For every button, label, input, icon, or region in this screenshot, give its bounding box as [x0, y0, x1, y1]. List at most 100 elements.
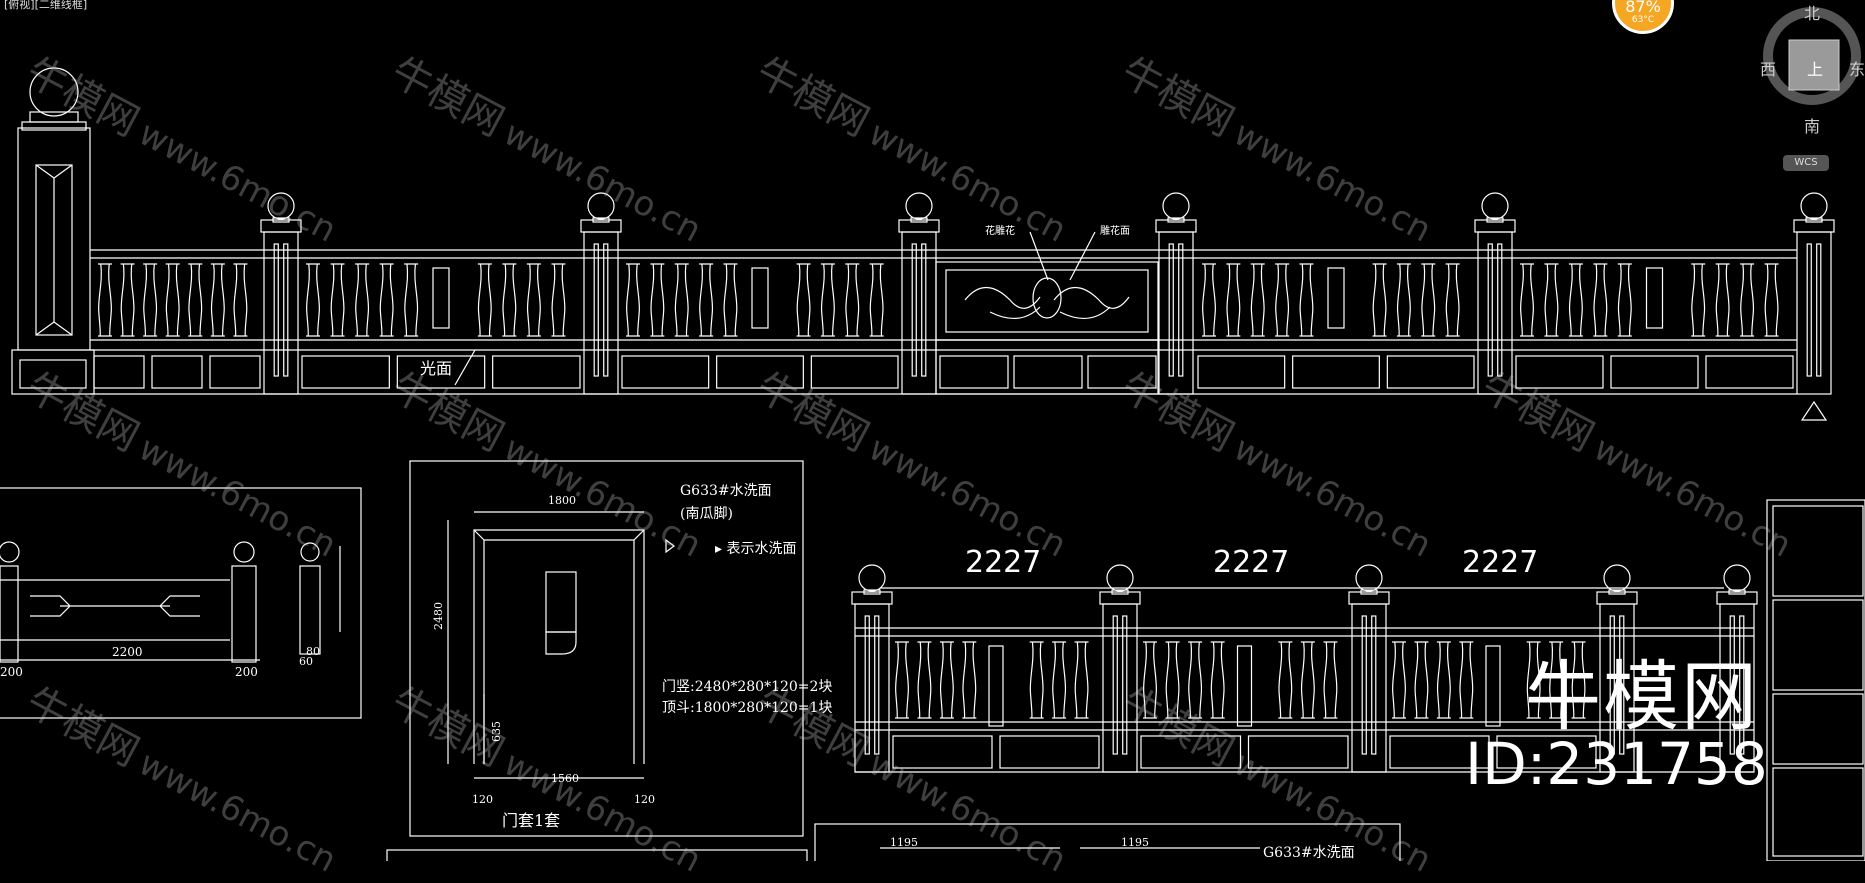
post-groove	[1729, 615, 1735, 755]
center-panel	[988, 645, 1004, 727]
finial-ball	[267, 192, 295, 220]
finial-neck	[1360, 589, 1378, 595]
viewcube-south[interactable]: 南	[1804, 117, 1821, 136]
base-panel	[1386, 355, 1475, 389]
viewport-title[interactable]: [俯视][二维线框]	[4, 0, 88, 11]
side-post-ball	[300, 542, 320, 562]
cad-drawing-canvas[interactable]	[0, 0, 1865, 861]
bottom-dim-1195-a: 1195	[890, 836, 918, 849]
baluster	[1459, 641, 1474, 719]
baluster	[1691, 263, 1706, 337]
baluster	[650, 263, 665, 337]
baluster	[1299, 263, 1314, 337]
railing-post	[854, 603, 890, 773]
door-legend: ▸ 表示水洗面	[715, 541, 797, 557]
baluster	[210, 263, 225, 337]
baluster	[699, 263, 714, 337]
bottom-title: G633#水洗面	[1263, 845, 1355, 861]
main-pier-base-panel	[19, 359, 87, 389]
baluster	[1074, 641, 1089, 719]
finial-neck	[910, 217, 928, 223]
baluster	[1520, 263, 1534, 337]
thumbnail-1	[1772, 505, 1864, 597]
post-cap	[1793, 219, 1835, 233]
baluster	[1526, 641, 1541, 719]
baluster	[98, 263, 112, 337]
finial-ball	[587, 192, 615, 220]
thumbnail-4	[1772, 767, 1864, 857]
post-groove	[1619, 615, 1625, 755]
base-panel	[810, 355, 899, 389]
railing-post	[1102, 603, 1138, 773]
center-panel	[751, 267, 769, 329]
baluster	[1250, 263, 1265, 337]
viewcube[interactable]: 北 南 西 东 上	[1757, 0, 1865, 140]
side-dim-2200: 2200	[112, 645, 143, 659]
base-panel	[892, 735, 993, 769]
viewcube-west[interactable]: 西	[1760, 60, 1777, 79]
viewcube-east[interactable]: 东	[1849, 60, 1865, 79]
carving-medallion	[1032, 277, 1062, 319]
post-groove	[1371, 615, 1377, 755]
base-panel	[1610, 355, 1699, 389]
finial-neck	[1608, 589, 1626, 595]
base-panel	[1515, 355, 1604, 389]
finial-ball	[1162, 192, 1190, 220]
door-dim-top: 1800	[548, 494, 576, 507]
baluster	[120, 263, 135, 337]
post-groove	[921, 243, 927, 377]
baluster	[820, 263, 835, 337]
side-post-left	[0, 565, 19, 663]
finial-neck	[1167, 217, 1185, 223]
side-dim-80: 80	[306, 645, 320, 658]
railing-post	[901, 231, 937, 395]
carved-base	[935, 339, 1159, 395]
baluster	[143, 263, 158, 337]
railing-post	[263, 231, 299, 395]
baluster	[1549, 641, 1564, 719]
dim-2227-b: 2227	[1213, 545, 1290, 580]
carved-panel-frame	[935, 261, 1159, 341]
post-groove	[1178, 243, 1184, 377]
base-panel	[1389, 735, 1490, 769]
railing-post	[1158, 231, 1194, 395]
baluster	[1392, 641, 1406, 719]
base-panel	[1496, 735, 1597, 769]
baluster	[845, 263, 860, 337]
base-panel	[151, 355, 203, 389]
baluster	[1029, 641, 1044, 719]
base-panel	[93, 355, 145, 389]
base-panel	[999, 735, 1100, 769]
baluster	[895, 641, 909, 719]
legend-marker	[665, 538, 675, 554]
main-pier-ball	[29, 67, 79, 117]
baluster	[1323, 641, 1338, 719]
baluster	[962, 641, 977, 719]
door-spec-2: 顶斗:1800*280*120=1块	[662, 700, 833, 716]
base-panel	[1013, 355, 1083, 389]
baluster	[355, 263, 370, 337]
leader-surface	[1069, 231, 1096, 281]
baluster	[1715, 263, 1730, 337]
viewcube-top-face[interactable]: 上	[1807, 60, 1824, 79]
dim-2227-a: 2227	[965, 545, 1042, 580]
side-dim-60: 60	[299, 655, 313, 668]
main-pier-cap	[29, 111, 79, 123]
post-groove	[1361, 615, 1367, 755]
baluster	[796, 263, 811, 337]
door-spec-1: 门竖:2480*280*120=2块	[662, 679, 833, 695]
post-groove	[911, 243, 917, 377]
base-panel	[492, 355, 581, 389]
door-dim-120-left: 120	[472, 793, 493, 806]
baluster	[379, 263, 394, 337]
viewcube-north[interactable]: 北	[1804, 4, 1821, 23]
finial-neck	[1486, 217, 1504, 223]
thumbnail-3	[1772, 693, 1864, 765]
side-post-right	[231, 565, 257, 663]
label-smooth-face: 光面	[420, 359, 453, 378]
baluster	[1764, 263, 1779, 337]
wcs-menu-button[interactable]: WCS	[1783, 155, 1829, 171]
base-panel	[1197, 355, 1286, 389]
baluster	[1143, 641, 1157, 719]
baluster	[1544, 263, 1559, 337]
